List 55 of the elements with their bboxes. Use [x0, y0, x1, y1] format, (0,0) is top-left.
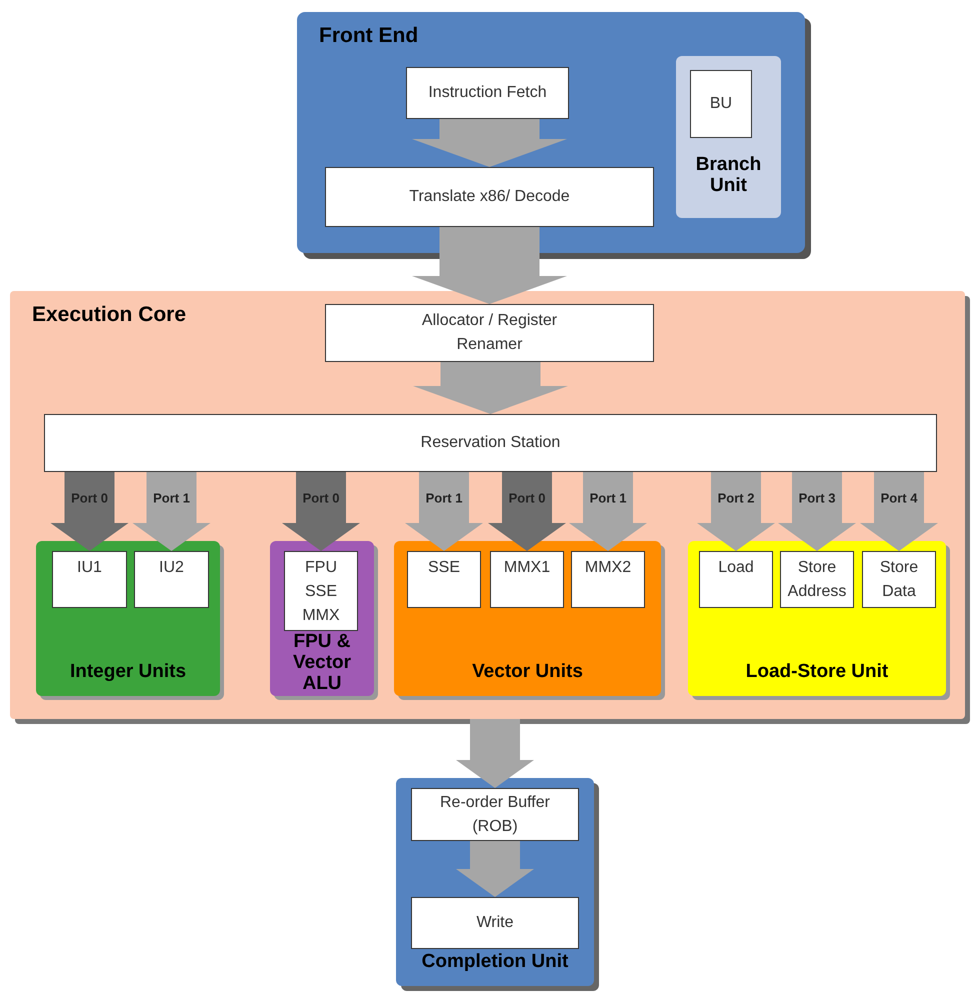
group-title: Branch Unit: [694, 154, 762, 198]
group-title: Vector Units: [471, 660, 584, 684]
process-box: Re-order Buffer (ROB): [411, 788, 579, 841]
group-title: Completion Unit: [420, 950, 570, 974]
edge-label: Port 0: [302, 488, 340, 507]
unit-group: [36, 541, 220, 696]
block-arrow: [50, 472, 128, 551]
group-title: Load-Store Unit: [744, 660, 890, 684]
process-box: Instruction Fetch: [406, 67, 569, 119]
process-box: Write: [411, 897, 579, 949]
block-arrow: [405, 472, 483, 551]
block-arrow: [456, 719, 534, 788]
unit-group: [688, 541, 946, 696]
unit-box: MMX1: [490, 551, 564, 608]
branch-unit-panel: [676, 56, 781, 218]
block-arrow: [412, 227, 567, 304]
execution-core-panel: [10, 291, 965, 719]
edge-label: Port 1: [590, 488, 626, 507]
block-arrow: [412, 119, 567, 167]
process-box: BU: [690, 70, 752, 138]
block-arrow: [488, 472, 566, 551]
block-arrow: [456, 841, 534, 897]
edge-label: Port 4: [880, 488, 918, 507]
group-title: Integer Units: [68, 660, 188, 684]
unit-box: IU2: [134, 551, 209, 608]
front-end-panel: [297, 12, 805, 253]
unit-group: [394, 541, 661, 696]
group-title: FPU & Vector ALU: [292, 631, 352, 694]
edge-label: Port 2: [718, 488, 754, 507]
process-box: Reservation Station: [44, 414, 937, 472]
block-arrow: [860, 472, 938, 551]
unit-box: MMX2: [571, 551, 645, 608]
edge-label: Port 3: [798, 488, 836, 507]
unit-box: Store Data: [862, 551, 936, 608]
edge-label: Port 1: [153, 488, 190, 507]
unit-box: FPU SSE MMX: [284, 551, 358, 631]
group-title: Front End: [319, 23, 418, 49]
block-arrow: [778, 472, 856, 551]
block-arrow: [697, 472, 775, 551]
block-arrow: [282, 472, 360, 551]
edge-label: Port 0: [71, 488, 108, 507]
edge-label: Port 0: [508, 488, 546, 507]
block-arrow: [569, 472, 647, 551]
unit-box: IU1: [52, 551, 127, 608]
block-arrow: [413, 362, 568, 414]
unit-box: Load: [699, 551, 773, 608]
process-box: Translate x86/ Decode: [325, 167, 654, 227]
unit-group: [270, 541, 374, 696]
unit-box: SSE: [407, 551, 481, 608]
block-arrow: [132, 472, 210, 551]
group-title: Execution Core: [32, 302, 186, 328]
process-box: Allocator / Register Renamer: [325, 304, 654, 362]
completion-unit-panel: [396, 778, 594, 986]
unit-box: Store Address: [780, 551, 854, 608]
edge-label: Port 1: [426, 488, 462, 507]
